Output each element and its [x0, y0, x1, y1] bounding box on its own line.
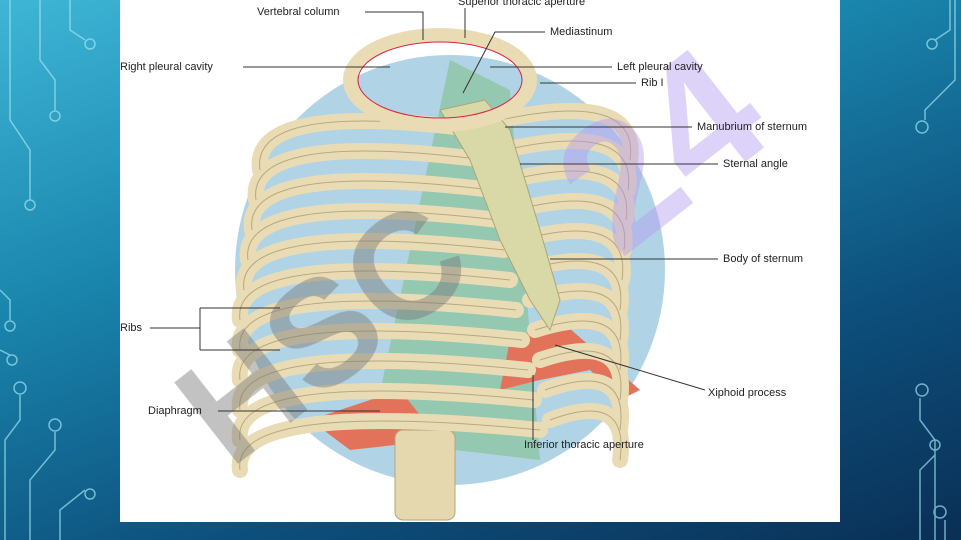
label-right-pleural-cavity: Right pleural cavity — [120, 61, 213, 73]
label-left-pleural-cavity: Left pleural cavity — [617, 61, 703, 73]
label-superior-thoracic-aperture: Superior thoracic aperture — [458, 0, 586, 8]
rib — [239, 410, 622, 471]
rib — [243, 230, 624, 291]
circuit-decoration-right — [915, 0, 956, 540]
rib — [251, 170, 628, 231]
figure-panel: HSC 24 Vertebral column Superior thoraci… — [120, 0, 840, 522]
label-rib-i: Rib I — [641, 77, 664, 89]
label-vertebral-column: Vertebral column — [257, 6, 340, 18]
thoracic-cage-illustration: HSC 24 — [146, 8, 802, 521]
rib — [239, 350, 622, 411]
label-diaphragm: Diaphragm — [148, 405, 202, 417]
label-body-of-sternum: Body of sternum — [723, 253, 804, 265]
label-manubrium: Manubrium of sternum — [697, 121, 808, 133]
label-ribs: Ribs — [120, 322, 143, 334]
label-sternal-angle: Sternal angle — [723, 158, 788, 170]
label-inferior-thoracic-aperture: Inferior thoracic aperture — [524, 439, 644, 451]
circuit-decoration-left — [0, 0, 96, 540]
rib — [255, 140, 630, 201]
label-xiphoid-process: Xiphoid process — [708, 387, 787, 399]
rib — [247, 200, 626, 261]
rib — [239, 320, 622, 381]
rib — [239, 380, 622, 441]
label-mediastinum: Mediastinum — [550, 26, 613, 38]
